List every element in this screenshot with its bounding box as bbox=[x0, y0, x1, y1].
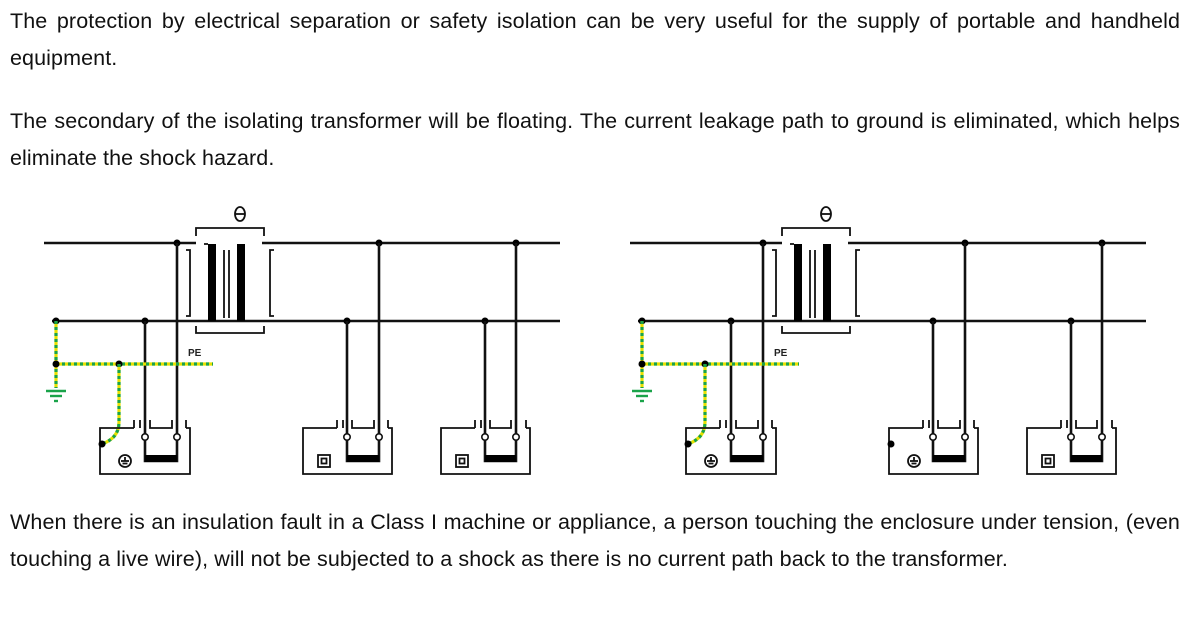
appliance-3 bbox=[1026, 420, 1117, 475]
appliance-2 bbox=[302, 420, 393, 475]
terminal bbox=[1066, 433, 1075, 442]
transformer-bottom-bracket bbox=[781, 326, 851, 334]
winding-leads bbox=[204, 243, 208, 322]
earth-symbol-icon bbox=[907, 454, 921, 468]
double-insulation-icon bbox=[317, 454, 331, 468]
outer-square bbox=[455, 454, 469, 468]
cable-entry bbox=[149, 420, 173, 429]
isolating-transformer-icon bbox=[186, 206, 274, 334]
right-diagram: PE bbox=[630, 206, 1146, 475]
cable-entry bbox=[489, 420, 512, 429]
outer-square bbox=[1041, 454, 1055, 468]
isolating-transformer-icon bbox=[772, 206, 860, 334]
appliance-1 bbox=[684, 420, 777, 475]
terminal bbox=[480, 433, 489, 442]
appliance-enclosure bbox=[302, 427, 393, 475]
earth-symbol-circle bbox=[118, 454, 132, 468]
appliance-1 bbox=[98, 420, 191, 475]
cable-entry bbox=[735, 420, 759, 429]
enclosure-earth-node bbox=[98, 440, 106, 448]
primary-shield bbox=[186, 249, 191, 317]
appliance-3 bbox=[440, 420, 531, 475]
earth-symbol-circle bbox=[704, 454, 718, 468]
insulation-fault-paragraph: When there is an insulation fault in a C… bbox=[10, 510, 1180, 571]
transformer-bottom-bracket bbox=[195, 326, 265, 334]
cable-entry bbox=[1075, 420, 1098, 429]
floating-secondary-paragraph: The secondary of the isolating transform… bbox=[10, 109, 1180, 170]
primary-winding bbox=[794, 244, 802, 321]
transformer-top-bracket bbox=[195, 227, 265, 236]
ground-icon bbox=[46, 389, 66, 403]
intro-paragraph: The protection by electrical separation … bbox=[10, 9, 1180, 70]
transformer-top-bracket bbox=[781, 227, 851, 236]
ground-icon bbox=[632, 389, 652, 403]
terminal bbox=[374, 433, 383, 442]
isolation-transformer-diagrams: PE PE bbox=[44, 206, 1146, 475]
appliance-2 bbox=[887, 420, 979, 475]
appliance-enclosure bbox=[888, 427, 979, 475]
junction-node bbox=[52, 360, 60, 368]
terminal bbox=[1097, 433, 1106, 442]
pe-label: PE bbox=[774, 348, 788, 359]
terminal bbox=[759, 433, 768, 442]
terminal bbox=[727, 433, 736, 442]
pe-label: PE bbox=[188, 348, 202, 359]
inner-square bbox=[320, 457, 328, 465]
appliance-enclosure bbox=[1026, 427, 1117, 475]
primary-shield bbox=[772, 249, 777, 317]
appliance-enclosure bbox=[440, 427, 531, 475]
appliance-enclosure bbox=[99, 427, 191, 475]
load-element bbox=[933, 455, 965, 462]
load-element bbox=[145, 455, 177, 462]
terminal bbox=[928, 433, 937, 442]
terminal bbox=[342, 433, 351, 442]
earth-symbol-icon bbox=[704, 454, 718, 468]
winding-leads bbox=[790, 243, 794, 322]
secondary-winding bbox=[823, 244, 831, 321]
load-element bbox=[347, 455, 379, 462]
outer-square bbox=[317, 454, 331, 468]
double-insulation-icon bbox=[455, 454, 469, 468]
terminal bbox=[511, 433, 520, 442]
secondary-shield bbox=[269, 249, 274, 317]
appliance-enclosure bbox=[685, 427, 777, 475]
earth-symbol-icon bbox=[118, 454, 132, 468]
pe-drop-wire-green bbox=[101, 364, 121, 446]
enclosure-earth-node bbox=[684, 440, 692, 448]
terminal bbox=[960, 433, 969, 442]
secondary-shield bbox=[855, 249, 860, 317]
double-insulation-icon bbox=[1041, 454, 1055, 468]
left-diagram: PE bbox=[44, 206, 560, 475]
pe-drop-wire-green bbox=[687, 364, 707, 446]
inner-square bbox=[458, 457, 466, 465]
earth-symbol-circle bbox=[907, 454, 921, 468]
secondary-winding bbox=[237, 244, 245, 321]
cable-entry bbox=[937, 420, 961, 429]
primary-winding bbox=[208, 244, 216, 321]
enclosure-earth-node bbox=[887, 440, 895, 448]
junction-node bbox=[638, 360, 646, 368]
cable-entry bbox=[351, 420, 375, 429]
load-element bbox=[731, 455, 763, 462]
load-element bbox=[485, 455, 516, 462]
load-element bbox=[1071, 455, 1102, 462]
terminal bbox=[141, 433, 150, 442]
inner-square bbox=[1044, 457, 1052, 465]
terminal bbox=[173, 433, 182, 442]
